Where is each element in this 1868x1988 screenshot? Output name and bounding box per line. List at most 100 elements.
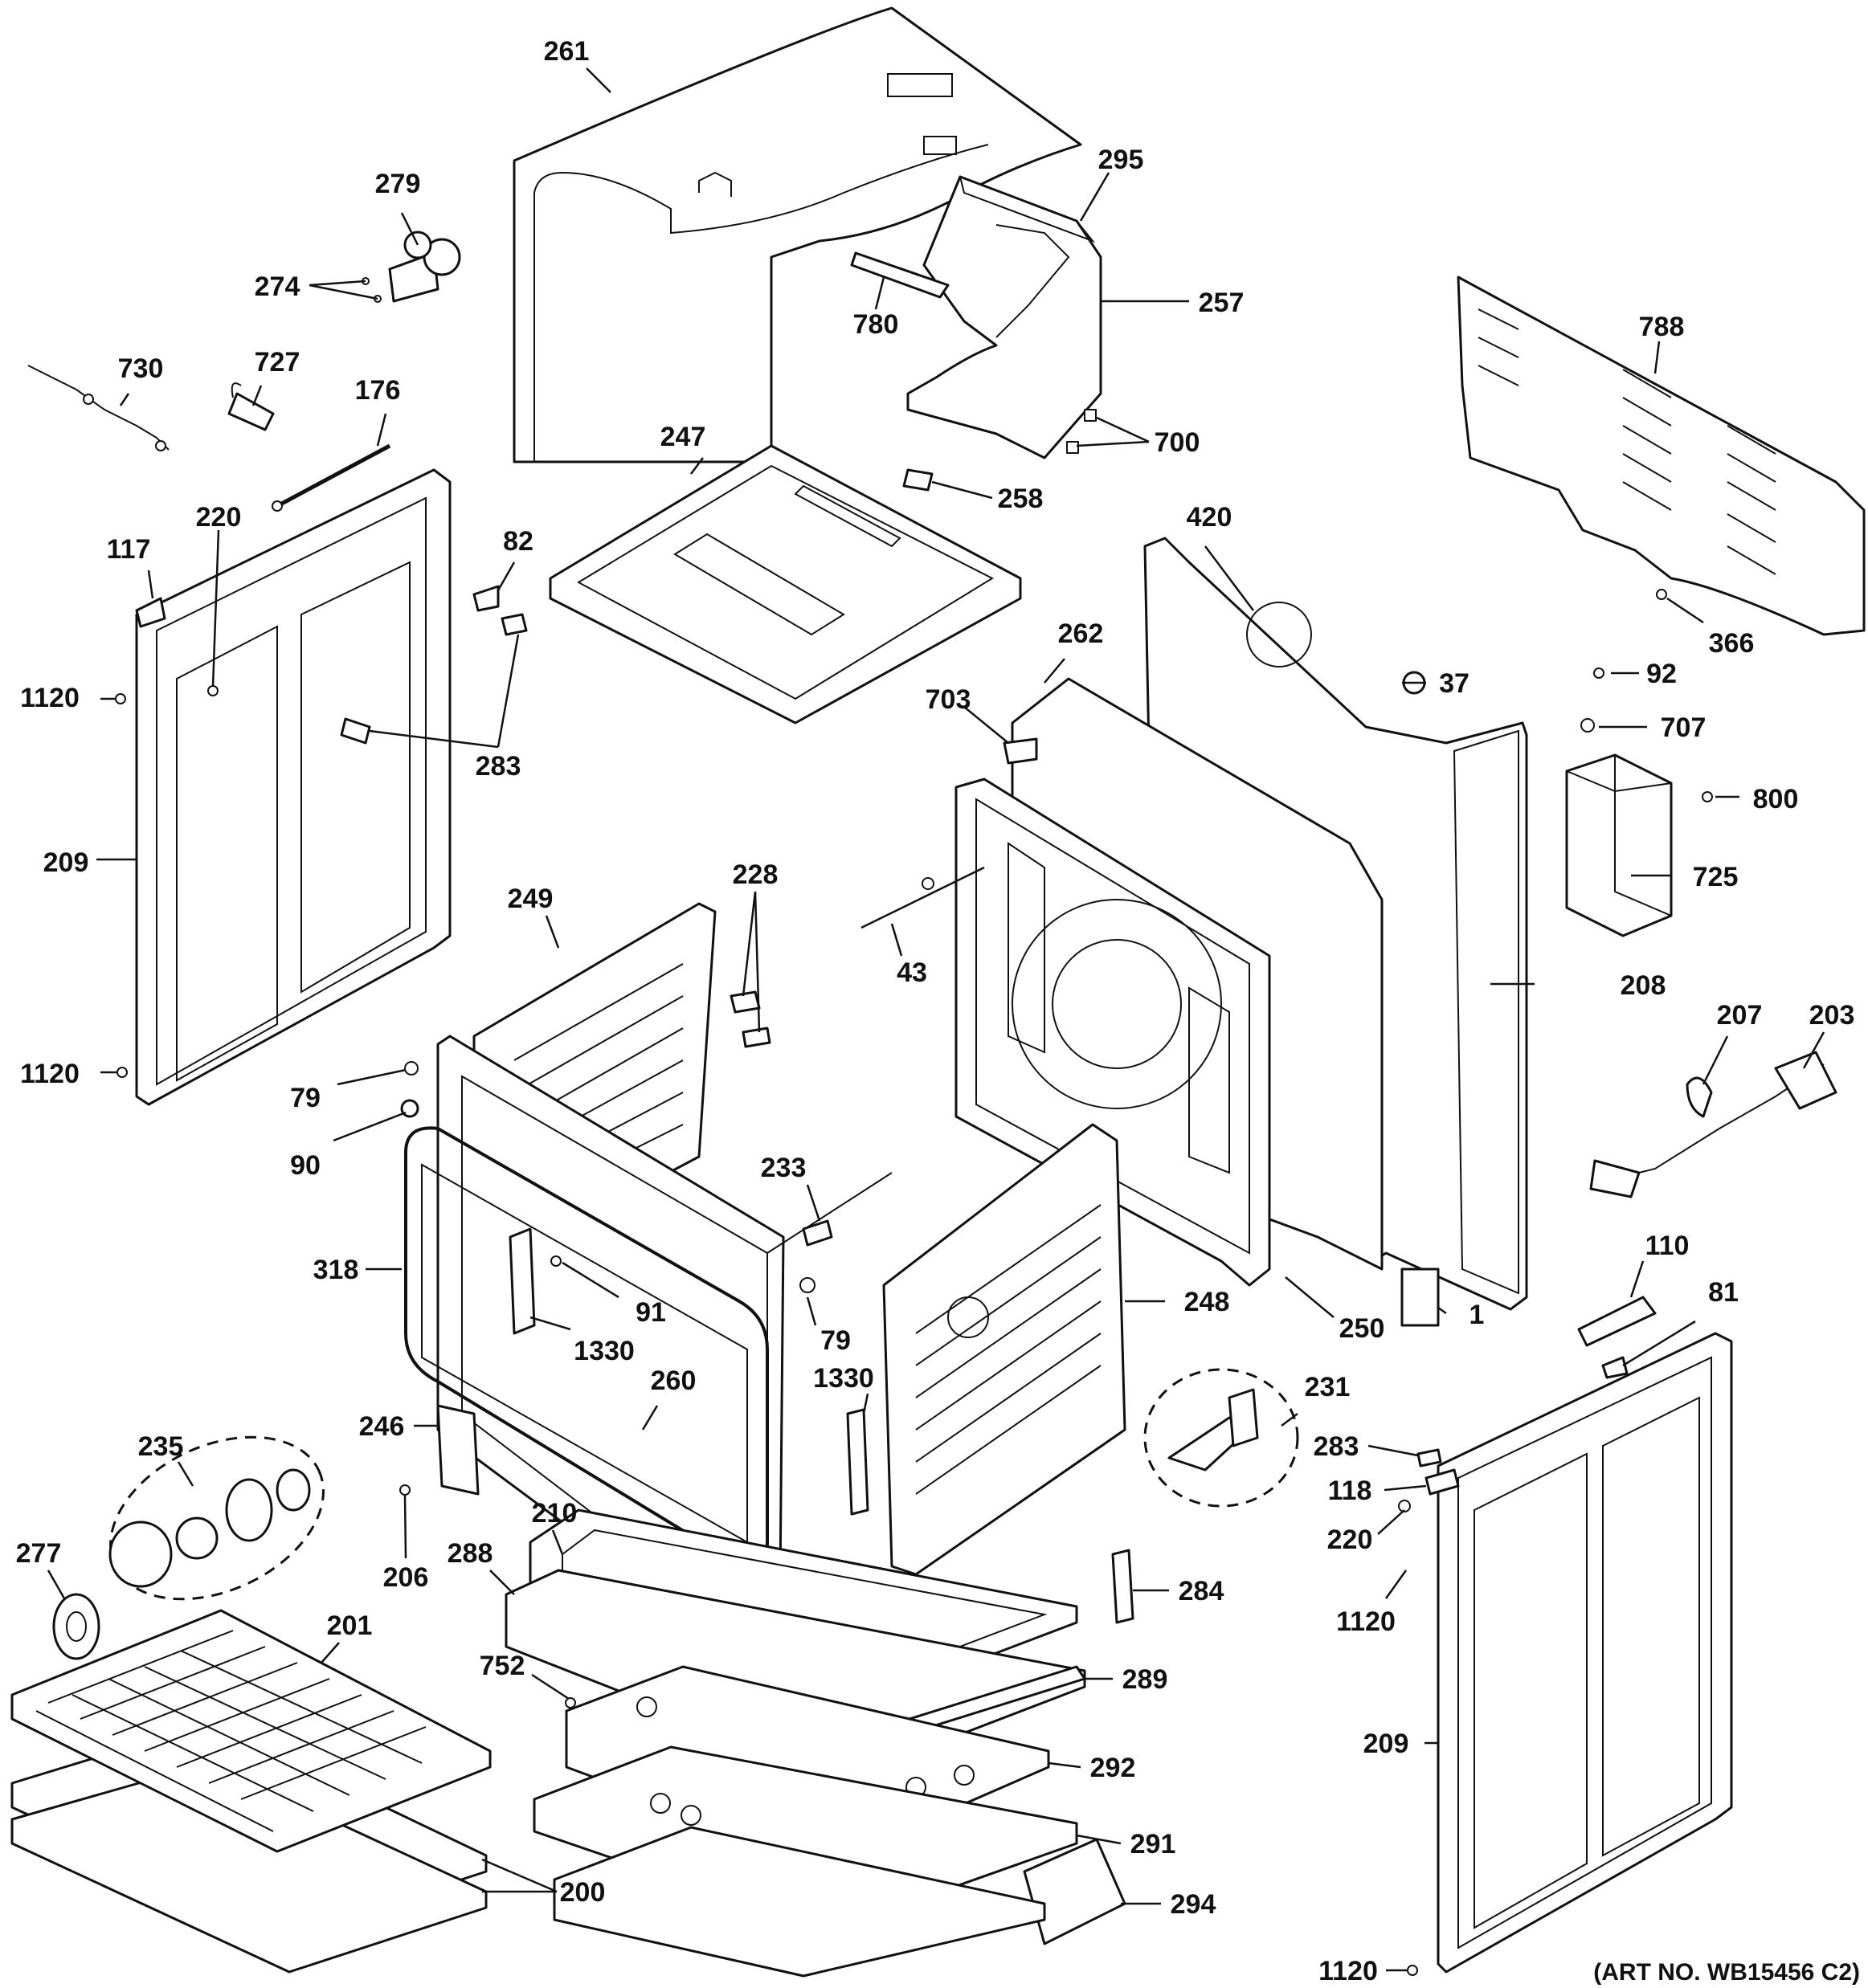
- callout-366: 366: [1709, 628, 1755, 659]
- callout-800: 800: [1753, 784, 1799, 814]
- part-209-left-side-panel: [135, 468, 452, 1106]
- part-248-liner-right-wall: [882, 1123, 1126, 1576]
- part-258-clip: [902, 468, 934, 492]
- part-110-bracket: [1577, 1296, 1657, 1347]
- callout-labels: 261 295 279 274 257 780 788 730 727 176 …: [16, 36, 1855, 1986]
- part-788-rear-panel: [1457, 276, 1866, 636]
- callout-752: 752: [480, 1651, 525, 1681]
- part-203-power-cord: [1589, 1051, 1837, 1198]
- callout-707: 707: [1661, 712, 1707, 743]
- callout-260: 260: [651, 1365, 697, 1396]
- callout-294: 294: [1171, 1889, 1216, 1920]
- callout-79-right: 79: [820, 1325, 851, 1356]
- callout-284: 284: [1179, 1576, 1224, 1606]
- part-201-rack: [10, 1609, 492, 1853]
- callout-277: 277: [16, 1538, 62, 1569]
- part-117-hinge: [135, 597, 166, 628]
- part-277-trim-ring: [52, 1593, 100, 1660]
- part-81-clip: [1601, 1356, 1629, 1379]
- part-247-top-plate: [549, 444, 1022, 725]
- callout-231: 231: [1305, 1372, 1351, 1402]
- callout-208: 208: [1621, 970, 1666, 1001]
- callout-200: 200: [560, 1877, 606, 1908]
- callout-207: 207: [1717, 1000, 1763, 1031]
- callout-1120-left-top: 1120: [20, 683, 80, 713]
- part-800-screw: [1702, 791, 1713, 802]
- part-209-right-side-panel: [1437, 1332, 1733, 1974]
- part-176-rod: [272, 443, 391, 512]
- part-261-top-cover: [513, 6, 1082, 463]
- part-91-screw: [550, 1255, 562, 1267]
- callout-206: 206: [383, 1562, 429, 1593]
- callout-1120-left-bottom: 1120: [20, 1059, 80, 1089]
- part-283-clip-left: [340, 613, 528, 745]
- part-1120-fastener: [115, 693, 1418, 1976]
- part-283-clip-right: [1416, 1448, 1442, 1468]
- part-1330-hinge-receiver: [509, 1227, 869, 1516]
- part-bottom-drawer-pan: [553, 1826, 1046, 1978]
- part-43-probe: [860, 866, 985, 929]
- part-79-plug: [404, 1061, 815, 1293]
- callout-1120-right-mid: 1120: [1336, 1606, 1396, 1637]
- part-118-hinge: [1425, 1468, 1460, 1496]
- callout-209-left: 209: [43, 847, 89, 878]
- callout-295: 295: [1098, 145, 1144, 175]
- callout-279: 279: [375, 169, 421, 199]
- part-231-detail-callout: [1143, 1368, 1299, 1508]
- callout-727: 727: [255, 347, 300, 378]
- callout-220-left: 220: [196, 502, 242, 533]
- callout-247: 247: [660, 422, 706, 452]
- callout-1: 1: [1469, 1300, 1485, 1330]
- callout-246: 246: [359, 1411, 405, 1442]
- callout-43: 43: [897, 957, 927, 988]
- callout-258: 258: [998, 484, 1044, 514]
- part-730-sensor-wire: [27, 365, 170, 451]
- callout-37: 37: [1439, 668, 1469, 699]
- callout-288: 288: [448, 1538, 493, 1569]
- callout-176: 176: [355, 375, 401, 406]
- callout-233: 233: [761, 1153, 807, 1183]
- callout-81: 81: [1708, 1277, 1739, 1308]
- callout-235: 235: [138, 1431, 184, 1462]
- part-725-bracket: [1565, 753, 1673, 937]
- part-279-motor: [362, 231, 461, 303]
- callout-250: 250: [1339, 1313, 1385, 1344]
- part-228-clips: [730, 990, 771, 1048]
- callout-228: 228: [733, 859, 779, 890]
- callout-249: 249: [508, 884, 554, 914]
- callout-91: 91: [636, 1297, 666, 1328]
- part-703-seal: [1003, 737, 1038, 765]
- part-284-bracket: [1111, 1549, 1134, 1624]
- callout-1330-left: 1330: [574, 1336, 635, 1366]
- callout-292: 292: [1090, 1753, 1136, 1783]
- callout-780: 780: [853, 309, 899, 340]
- part-780-strip: [850, 251, 950, 299]
- callout-203: 203: [1809, 1000, 1855, 1031]
- callout-210: 210: [532, 1498, 578, 1529]
- part-233-bracket: [802, 1219, 833, 1247]
- callout-700: 700: [1155, 427, 1200, 458]
- callout-1330-right: 1330: [813, 1363, 874, 1394]
- callout-90: 90: [290, 1150, 321, 1181]
- callout-201: 201: [327, 1610, 373, 1641]
- callout-209-right: 209: [1363, 1729, 1409, 1759]
- callout-118: 118: [1328, 1476, 1372, 1506]
- callout-420: 420: [1187, 502, 1232, 533]
- part-366-screw: [1656, 589, 1667, 600]
- callout-274: 274: [255, 271, 300, 302]
- part-220-nut: [207, 685, 1411, 1512]
- part-82-bracket: [472, 585, 500, 612]
- part-235-light-assembly: [108, 1435, 325, 1601]
- callout-291: 291: [1130, 1829, 1176, 1859]
- callout-117: 117: [107, 534, 151, 565]
- art-number: (ART NO. WB15456 C2): [1593, 1959, 1860, 1986]
- part-752-screw: [565, 1697, 576, 1708]
- part-246-bracket: [436, 1404, 480, 1496]
- callout-220-right: 220: [1327, 1525, 1373, 1555]
- callout-262: 262: [1058, 618, 1104, 649]
- part-727-connector: [227, 382, 275, 431]
- callout-82: 82: [503, 526, 533, 557]
- callout-79-left: 79: [290, 1083, 321, 1113]
- callout-257: 257: [1199, 288, 1245, 318]
- callout-788: 788: [1639, 312, 1685, 342]
